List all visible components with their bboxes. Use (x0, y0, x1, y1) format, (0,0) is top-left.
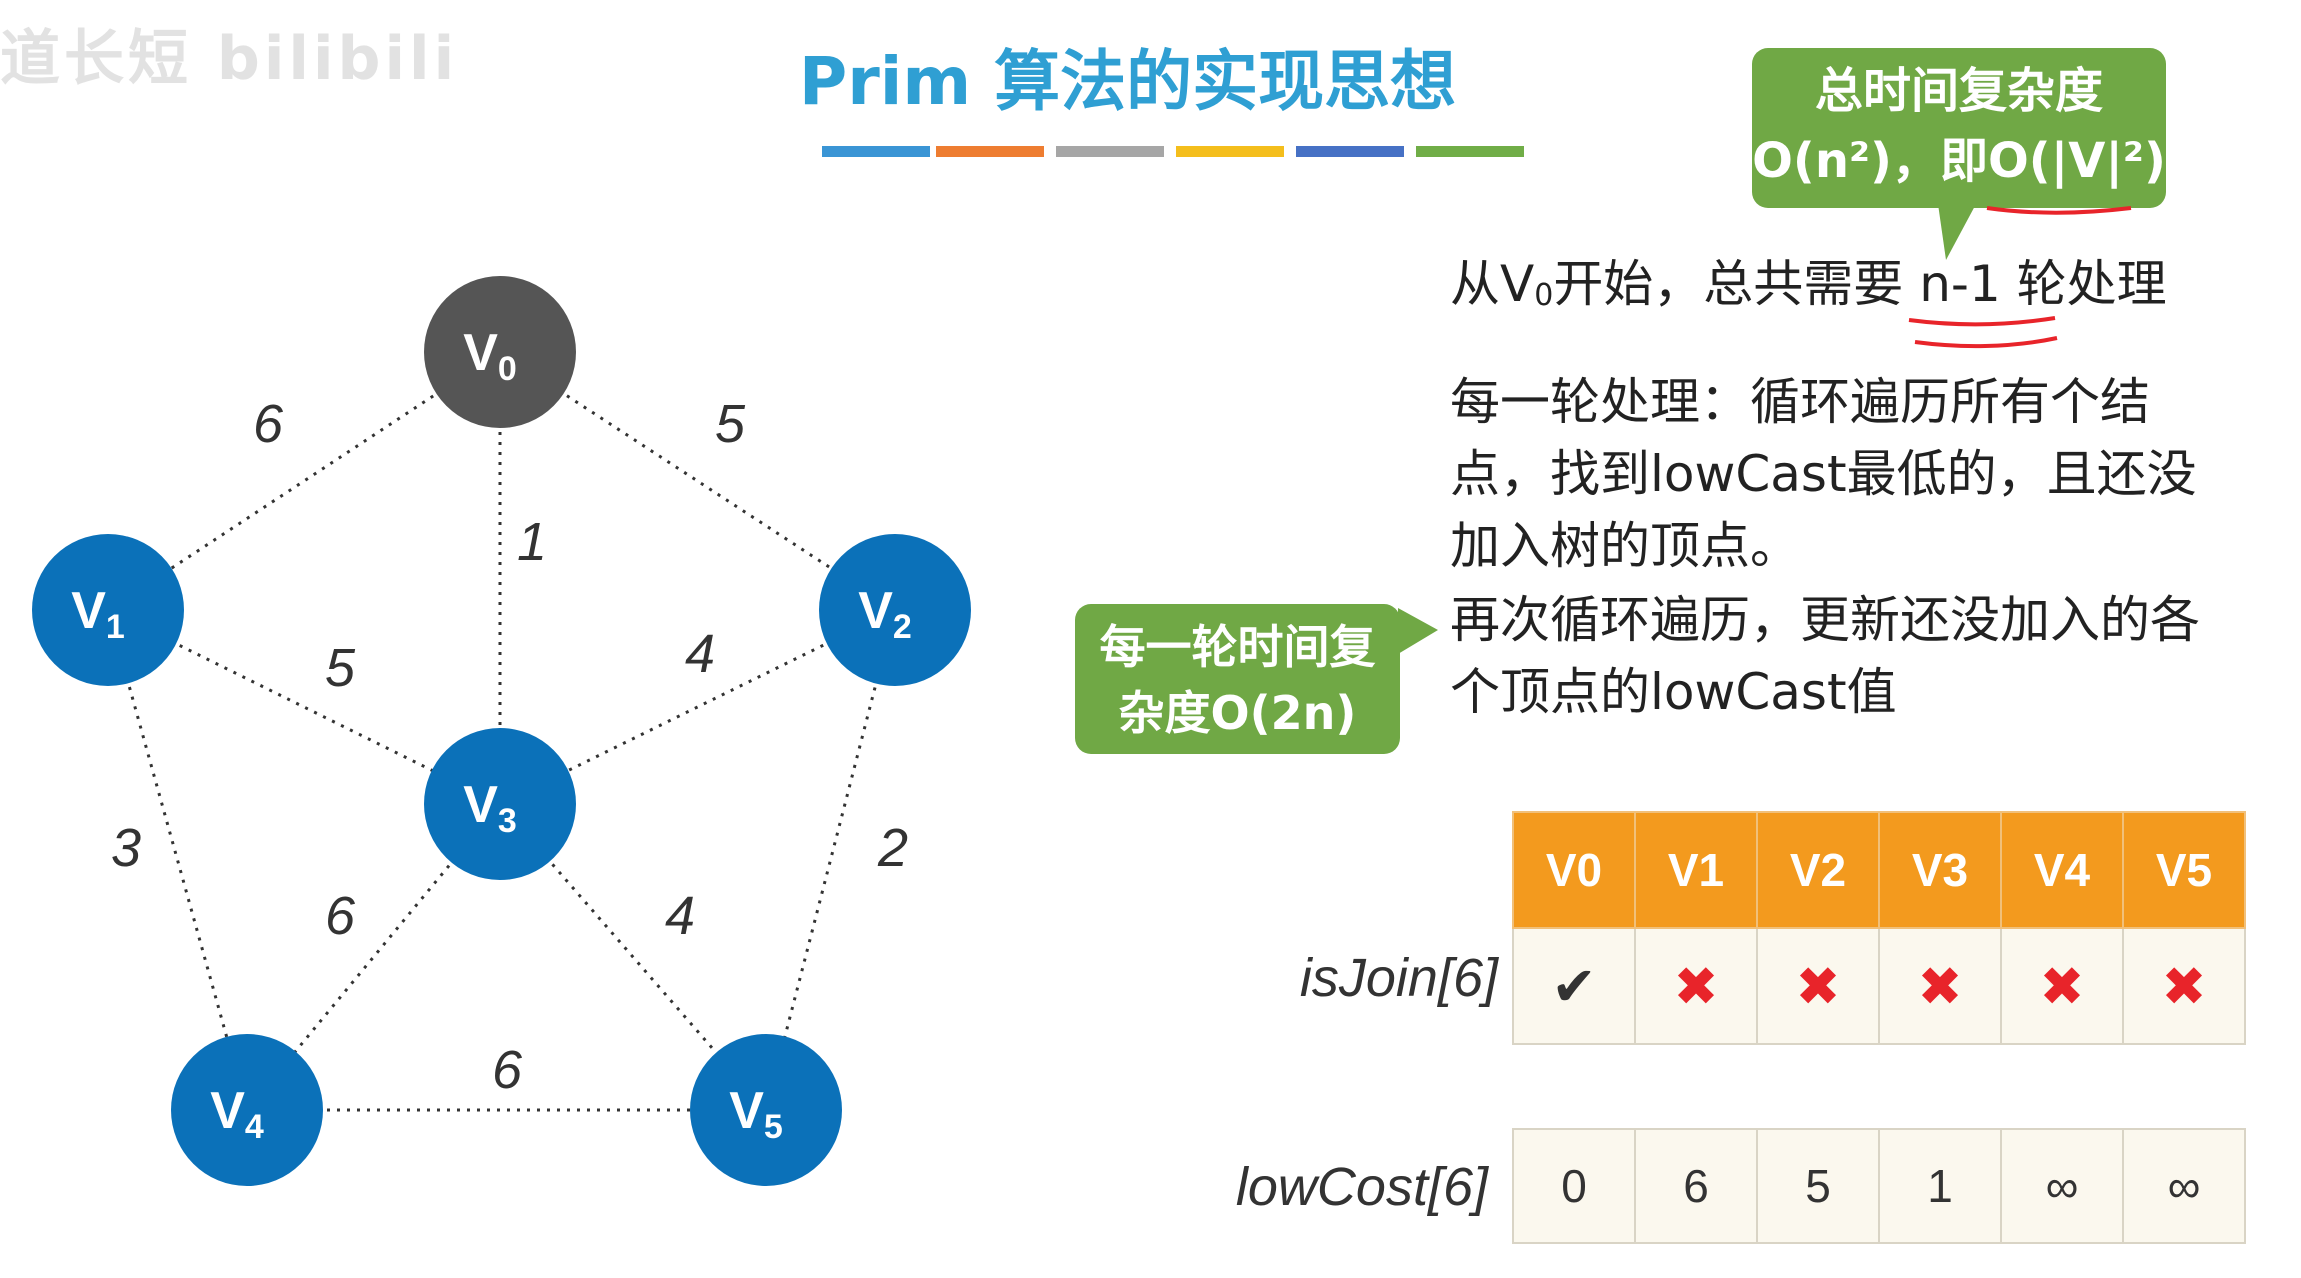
cross-icon-V4: ✖ (2000, 927, 2124, 1045)
text-paragraph-each-round: 每一轮处理：循环遍历所有个结点，找到lowCast最低的，且还没加入树的顶点。 (1450, 373, 2197, 575)
edge-weight-V3-V4: 6 (325, 886, 356, 946)
header-cell-V2: V2 (1756, 811, 1880, 929)
n-minus-1-highlight: n-1 (1919, 255, 2001, 313)
lowcost-cell-V2: 5 (1756, 1128, 1880, 1244)
cross-icon-V5: ✖ (2122, 927, 2246, 1045)
watermark: 道长短 bilibili (0, 24, 459, 94)
title-bar-1 (936, 146, 1044, 157)
node-circle-V1 (32, 534, 184, 686)
edge-V2-V3 (499, 608, 896, 806)
cross-icon-V2: ✖ (1756, 927, 1880, 1045)
node-V4: V4 (171, 1034, 323, 1186)
lowcost-cell-V5: ∞ (2122, 1128, 2246, 1244)
edge-weight-V2-V3: 4 (685, 624, 715, 684)
lowcost-cell-V4: ∞ (2000, 1128, 2124, 1244)
node-label-V0: V0 (463, 324, 517, 388)
edge-weight-V1-V4: 3 (111, 818, 141, 878)
header-cell-V3: V3 (1878, 811, 2002, 929)
header-cell-V1: V1 (1634, 811, 1758, 929)
title-bar-4 (1296, 146, 1404, 157)
page-title: Prim 算法的实现思想 (798, 43, 1457, 120)
callout-total-line1: 总时间复杂度 (1814, 63, 2103, 119)
title-bar-3 (1176, 146, 1284, 157)
header-cell-V0: V0 (1512, 811, 1636, 929)
callout-round-line2: 杂度O(2n) (1118, 686, 1357, 740)
node-circle-V0 (424, 276, 576, 428)
node-circle-V5 (690, 1034, 842, 1186)
callout-round-line1: 每一轮时间复 (1099, 620, 1376, 674)
header-cell-V5: V5 (2122, 811, 2246, 929)
check-icon-V0: ✔ (1512, 927, 1636, 1045)
round-complexity-callout: 每一轮时间复 杂度O(2n) (1075, 604, 1400, 754)
isjoin-label: isJoin[6] (1299, 948, 1498, 1008)
total-complexity-callout: 总时间复杂度 O(n²)，即O(|V|²) (1752, 48, 2166, 208)
header-cell-V4: V4 (2000, 811, 2124, 929)
edge-V0-V1 (107, 350, 501, 612)
lowcost-cell-V3: 1 (1878, 1128, 2002, 1244)
node-V1: V1 (32, 534, 184, 686)
node-V0: V0 (424, 276, 576, 428)
isjoin-row: ✔✖✖✖✖✖ (1512, 927, 2246, 1045)
edge-V1-V4 (106, 609, 249, 1111)
callout-total-line2: O(n²)，即O(|V|²) (1752, 133, 2166, 189)
node-circle-V3 (424, 728, 576, 880)
underline-annotation-n-1 (1908, 316, 2058, 349)
node-circle-V2 (819, 534, 971, 686)
edge-weight-V0-V3: 1 (517, 512, 547, 572)
callout-round-pointer (1398, 608, 1438, 654)
node-V3: V3 (424, 728, 576, 880)
title-bar-2 (1056, 146, 1164, 157)
lowcost-cell-V0: 0 (1512, 1128, 1636, 1244)
title-bar-0 (822, 146, 930, 157)
node-circle-V4 (171, 1034, 323, 1186)
underline-annotation-top (1986, 206, 2132, 215)
lowcost-cell-V1: 6 (1634, 1128, 1758, 1244)
edge-weight-V2-V5: 2 (877, 818, 908, 878)
edge-weight-V1-V3: 5 (325, 638, 356, 698)
edge-weight-V3-V5: 4 (665, 886, 695, 946)
text-line-rounds: 从V0开始，总共需要 n-1 轮处理 (1450, 255, 2167, 313)
cross-icon-V1: ✖ (1634, 927, 1758, 1045)
edge-V3-V5 (498, 803, 768, 1111)
edge-weight-V4-V5: 6 (492, 1040, 523, 1100)
callout-total-pointer (1938, 204, 1976, 260)
node-V2: V2 (819, 534, 971, 686)
text-paragraph-update: 再次循环遍历，更新还没加入的各个顶点的lowCast值 (1450, 591, 2200, 721)
edge-weight-V0-V2: 5 (715, 394, 746, 454)
lowcost-label: lowCost[6] (1235, 1157, 1488, 1217)
title-bar-5 (1416, 146, 1524, 157)
node-V5: V5 (690, 1034, 842, 1186)
edge-weight-V0-V1: 6 (253, 394, 284, 454)
edge-V2-V5 (764, 609, 897, 1111)
cross-icon-V3: ✖ (1878, 927, 2002, 1045)
